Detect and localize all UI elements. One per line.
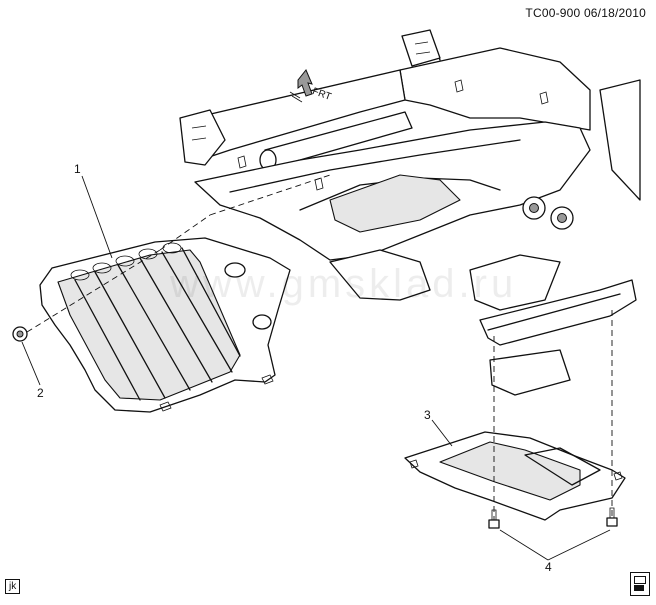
callout-1: 1: [74, 162, 81, 176]
drawing-date: 06/18/2010: [583, 6, 646, 20]
attach-line-shield: [159, 214, 211, 251]
callout-4: 4: [545, 560, 552, 574]
callout-3: 3: [424, 408, 431, 422]
part-4-bolts: [488, 310, 618, 529]
part-1-skid-plate: [39, 237, 291, 413]
author-initials: jk: [5, 579, 21, 594]
leader-2: [21, 341, 41, 386]
drawing-header: TC00-900 06/18/2010: [525, 6, 646, 20]
vehicle-frame: [179, 29, 641, 396]
attach-line-front: [209, 174, 331, 216]
part-3-shield: [404, 431, 626, 521]
watermark: www.gmsklad.ru: [170, 262, 518, 306]
part-2-bolt: [12, 249, 161, 342]
callout-2: 2: [37, 386, 44, 400]
drawing-code: TC00-900: [525, 6, 581, 20]
leader-3: [431, 419, 453, 447]
leader-1: [81, 175, 113, 259]
document-stamp-icon: [630, 572, 650, 596]
leader-4: [499, 529, 611, 561]
front-direction-arrow: [289, 69, 313, 103]
